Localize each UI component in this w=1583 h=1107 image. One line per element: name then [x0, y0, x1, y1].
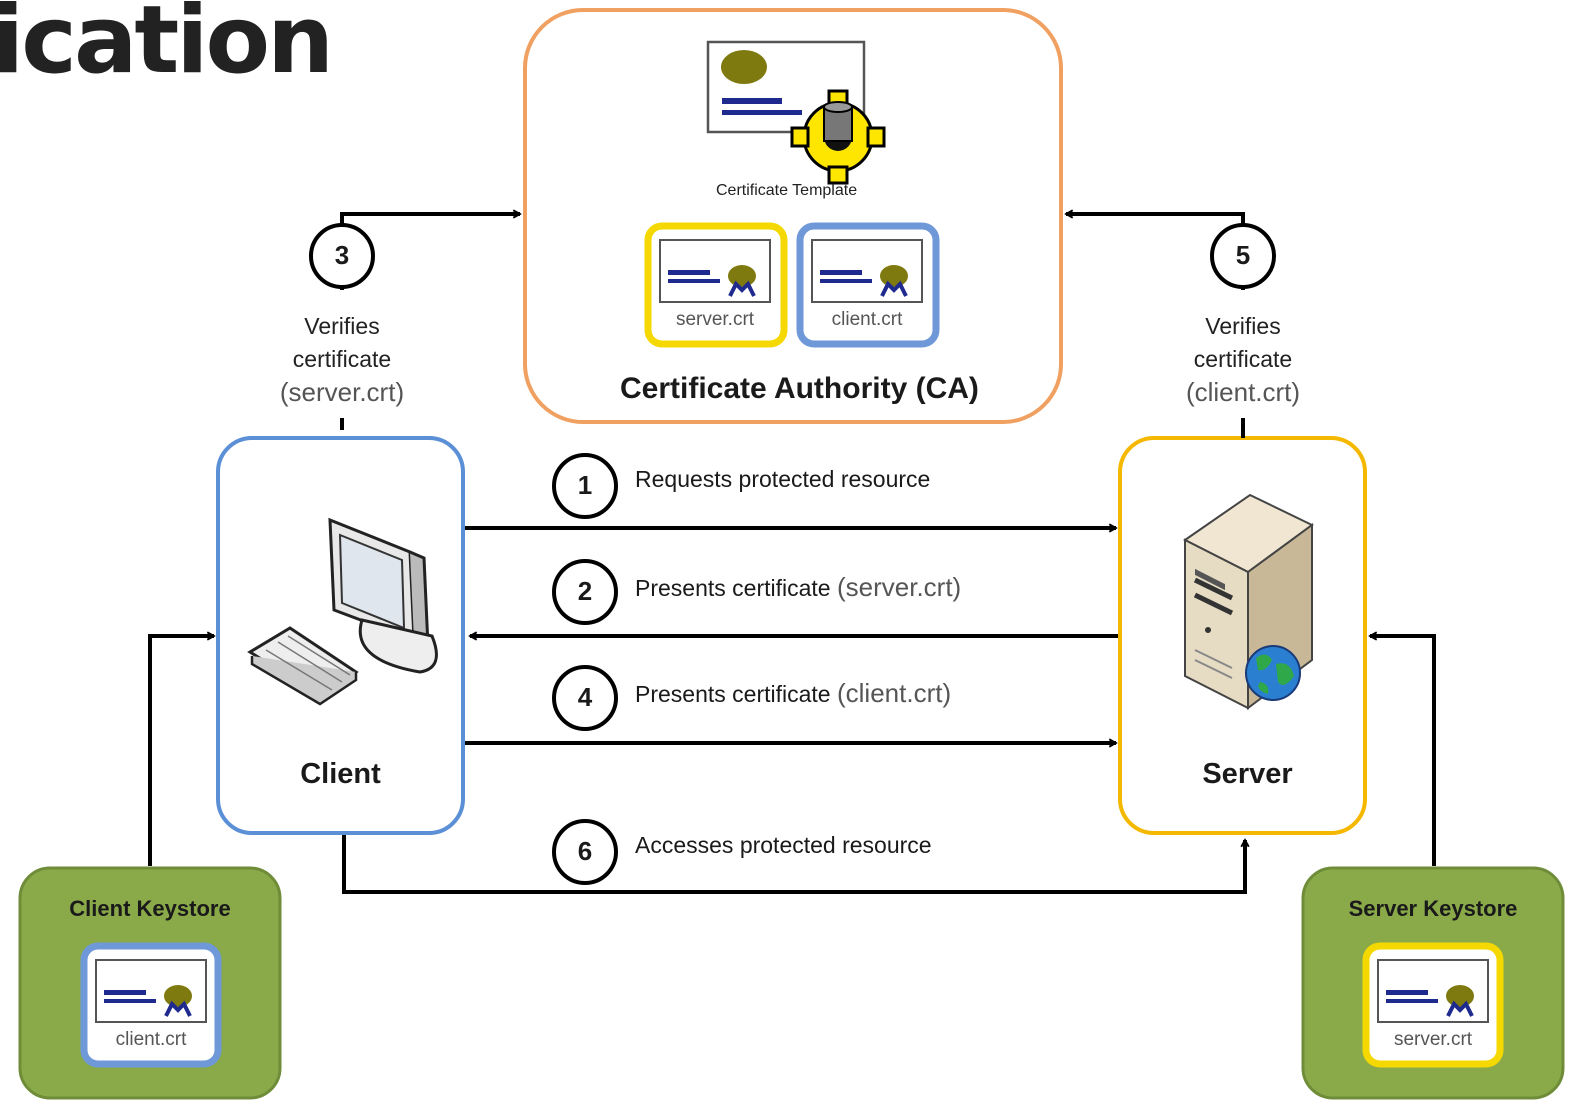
server-keystore-title: Server Keystore	[1348, 896, 1518, 921]
step1-number: 1	[577, 470, 593, 500]
step1-text: Requests protected resource	[635, 466, 931, 492]
step6-number: 6	[577, 836, 593, 866]
client-title: Client	[300, 758, 381, 790]
step3-number: 3	[334, 240, 350, 270]
server-title: Server	[1202, 758, 1293, 790]
client-keystore-arrow	[148, 636, 214, 866]
certificate-template-label: Certificate Template	[716, 182, 858, 199]
certificate-template-icon	[706, 40, 886, 185]
step4-paren: (client.crt)	[836, 678, 952, 708]
client-keystore-cert-label: client.crt	[115, 1029, 187, 1050]
step3-circle	[309, 223, 375, 289]
page-title: ication	[0, 0, 334, 95]
step2-text: Presents certificate (server.crt)	[635, 572, 962, 602]
ca-client-cert-label: client.crt	[831, 309, 903, 330]
ca-server-cert-label: server.crt	[675, 309, 755, 330]
step6-circle	[552, 819, 618, 885]
step2-circle	[552, 559, 618, 625]
client-keystore-title: Client Keystore	[69, 896, 231, 921]
step1-circle	[552, 453, 618, 519]
step2-paren: (server.crt)	[836, 572, 962, 602]
step5-number: 5	[1235, 240, 1251, 270]
step6-arrow	[342, 835, 1245, 894]
server-keystore-cert-label: server.crt	[1393, 1029, 1473, 1050]
server-keystore-arrow	[1370, 636, 1436, 866]
step5-verify-label: Verifies certificate (client.crt)	[1185, 313, 1301, 407]
step5-circle	[1210, 223, 1276, 289]
ca-title: Certificate Authority (CA)	[620, 372, 979, 405]
step4-circle	[552, 665, 618, 731]
server-tower-icon	[1183, 493, 1314, 710]
step4-number: 4	[577, 682, 593, 712]
step3-verify-label: Verifies certificate (server.crt)	[279, 313, 405, 407]
ca-server-cert-icon	[658, 238, 772, 304]
step2-number: 2	[577, 576, 593, 606]
step4-text: Presents certificate (client.crt)	[635, 678, 952, 708]
computer-icon	[247, 517, 438, 706]
client-box	[216, 436, 465, 835]
ca-client-cert-icon	[810, 238, 924, 304]
step6-text: Accesses protected resource	[635, 832, 932, 858]
